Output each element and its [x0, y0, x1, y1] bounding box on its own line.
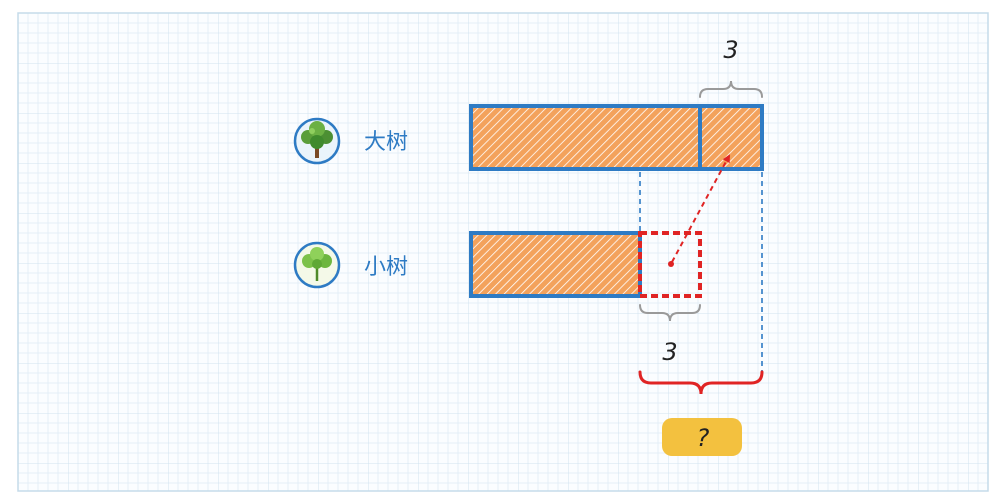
unknown-badge-box [662, 418, 742, 456]
big-tree-label: 大树 [364, 130, 408, 155]
move-arrow [671, 154, 730, 263]
small-tree-added-value: 3 [662, 338, 677, 366]
big-tree-bar-base [469, 104, 702, 171]
big-tree-icon [293, 117, 341, 165]
small-tree-icon [293, 241, 341, 289]
small-tree-label: 小树 [364, 255, 408, 280]
small-tree-row: 小树 3 [293, 231, 702, 366]
difference-brace [638, 370, 764, 395]
small-tree-added-brace [639, 304, 701, 322]
big-tree-bar-extra [698, 104, 764, 171]
small-tree-added-part [638, 231, 702, 298]
arrow-start-dot [668, 261, 674, 267]
unknown-badge: ? [662, 418, 742, 456]
unknown-value: ? [697, 424, 710, 452]
big-tree-extra-brace [699, 80, 763, 98]
big-tree-extra-value: 3 [723, 36, 738, 64]
big-tree-row: 大树 3 [293, 36, 764, 171]
small-tree-bar [469, 231, 642, 298]
